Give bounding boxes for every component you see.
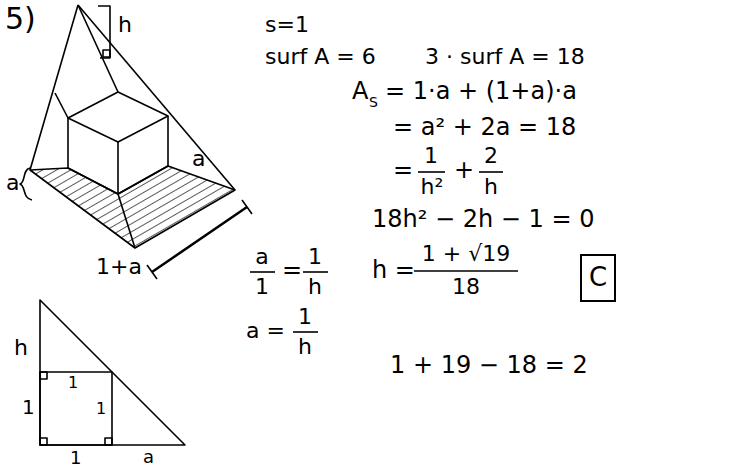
subscript: S [369, 94, 378, 110]
answer-letter: C [589, 263, 607, 293]
math-text: h [484, 174, 498, 199]
answer-box: C [580, 254, 616, 302]
math-text: a [255, 244, 268, 269]
math-text: = 1·a + (1+a)·a [385, 78, 577, 106]
math-text: 1 [96, 400, 106, 418]
math-text: 2 [484, 143, 498, 168]
math-text: 1 [255, 274, 269, 299]
math-text: 18h² − 2h − 1 = 0 [372, 206, 595, 234]
math-text: 3 · surf A = 18 [425, 44, 585, 69]
math-text: 1 [308, 244, 322, 269]
math-text: h = [372, 257, 415, 285]
math-text: 1 + √19 [422, 241, 510, 266]
math-text: h [308, 274, 322, 299]
math-text: 18 [452, 274, 480, 299]
math-text: 1 + 19 − 18 = 2 [390, 352, 588, 380]
math-text: 1 [68, 374, 78, 392]
math-text: h² [421, 174, 444, 199]
problem-number: 5) [5, 2, 36, 37]
math-text: a [192, 146, 205, 171]
area-symbol: A [352, 78, 368, 106]
math-text: 1+a [96, 254, 142, 279]
math-text: a = [246, 318, 285, 343]
math-text: a [6, 170, 19, 195]
math-text: 1 [70, 448, 81, 469]
math-text: h [298, 334, 312, 359]
math-text: + [454, 157, 474, 185]
math-text: = [393, 157, 413, 185]
math-text: 1 [22, 396, 35, 419]
math-text: surf A = 6 [265, 44, 376, 69]
math-text: s=1 [265, 12, 309, 37]
math-text: 1 [424, 143, 438, 168]
math-text: h [118, 12, 132, 37]
math-text: = [282, 257, 302, 285]
math-text: 1 [298, 304, 312, 329]
math-text: a [143, 447, 154, 468]
math-text: h [14, 335, 28, 360]
math-text: = a² + 2a = 18 [393, 114, 576, 142]
